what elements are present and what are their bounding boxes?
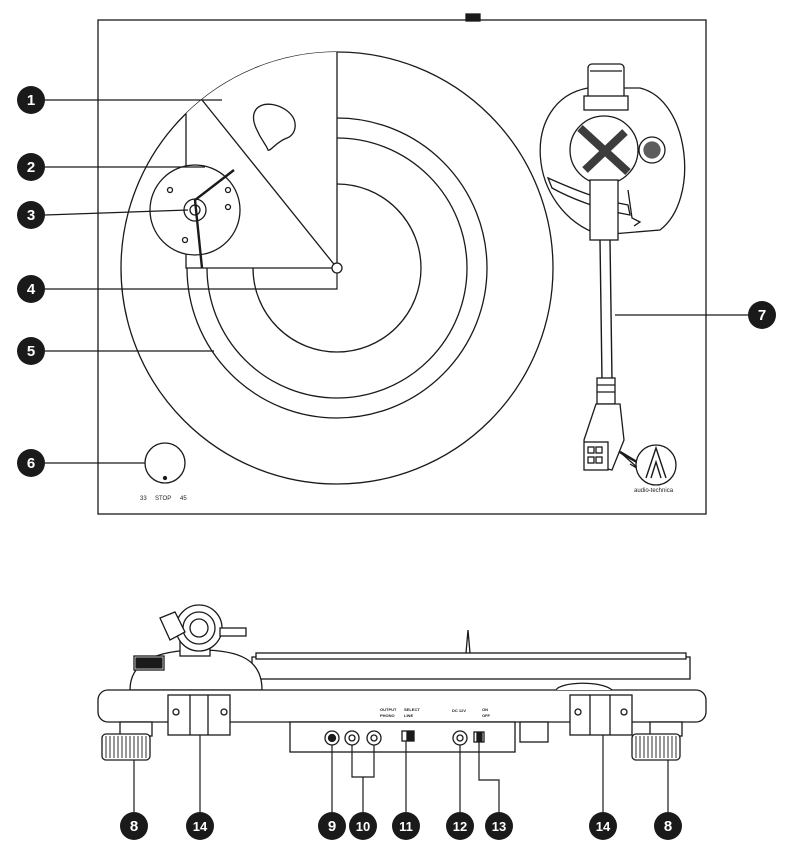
- callout-6-label: 6: [27, 455, 35, 472]
- brand-logo-text: audio-technica: [634, 488, 674, 494]
- callout-14-left: 14: [186, 812, 214, 840]
- top-latch: [465, 13, 481, 22]
- counterweight[interactable]: [587, 63, 625, 101]
- rear-label-output: OUTPUT: [380, 707, 397, 712]
- cartridge: [583, 441, 609, 471]
- callout-3-label: 3: [27, 207, 35, 224]
- callout-3: 3: [17, 201, 45, 229]
- callout-1-label: 1: [27, 92, 35, 109]
- speed-label-45: 45: [180, 496, 187, 502]
- belt-hook: [253, 103, 296, 151]
- callout-14-left-label: 14: [193, 819, 208, 834]
- brand-logo: [635, 444, 677, 486]
- callout-11-label: 11: [399, 819, 413, 834]
- output-jack-left[interactable]: [344, 730, 360, 746]
- callout-13-label: 13: [492, 819, 506, 834]
- callout-8-left: 8: [120, 812, 148, 840]
- rear-label-on: ON: [482, 707, 488, 712]
- foot-left: [101, 721, 153, 761]
- tonearm-side: [129, 604, 263, 691]
- callout-8-left-label: 8: [130, 818, 138, 835]
- dust-cover-hinge-right: [569, 694, 633, 736]
- callout-14-right-label: 14: [596, 819, 611, 834]
- output-jack-right[interactable]: [366, 730, 382, 746]
- callout-12: 12: [446, 812, 474, 840]
- rear-label-dc: DC 12V: [452, 708, 466, 713]
- callout-7: 7: [748, 301, 776, 329]
- rear-label-line: LINE: [404, 713, 413, 718]
- rear-label-phono: PHONO: [380, 713, 395, 718]
- callout-10: 10: [349, 812, 377, 840]
- front-view: [97, 604, 707, 761]
- dc-in-jack[interactable]: [452, 730, 468, 746]
- callout-12-label: 12: [453, 819, 467, 834]
- tonearm-assembly: [539, 63, 686, 472]
- platter-side: [251, 656, 691, 680]
- callout-10-label: 10: [356, 819, 370, 834]
- callout-11: 11: [392, 812, 420, 840]
- callout-2: 2: [17, 153, 45, 181]
- spindle: [331, 262, 343, 274]
- rear-label-off: OFF: [482, 713, 491, 718]
- callout-8-right-label: 8: [664, 818, 672, 835]
- callout-9-label: 9: [328, 818, 336, 835]
- spindle-side: [465, 629, 471, 654]
- cue-lever[interactable]: [627, 189, 642, 227]
- callout-4-label: 4: [27, 281, 36, 298]
- callout-1: 1: [17, 86, 45, 114]
- speed-label-33: 33: [140, 496, 147, 502]
- callout-5-label: 5: [27, 343, 35, 360]
- dust-cover-hinge-left: [167, 694, 231, 736]
- callout-14-right: 14: [589, 812, 617, 840]
- rear-label-select: SELECT: [404, 707, 420, 712]
- callout-2-label: 2: [27, 159, 35, 176]
- callout-7-label: 7: [758, 307, 766, 324]
- leader-lines: [44, 99, 748, 812]
- callout-8-right: 8: [654, 812, 682, 840]
- callout-4: 4: [17, 275, 45, 303]
- callout-9: 9: [318, 812, 346, 840]
- callout-6: 6: [17, 449, 45, 477]
- top-view: [97, 13, 707, 515]
- speed-label-stop: STOP: [155, 496, 171, 502]
- callout-13: 13: [485, 812, 513, 840]
- foot-right: [631, 721, 683, 761]
- callout-5: 5: [17, 337, 45, 365]
